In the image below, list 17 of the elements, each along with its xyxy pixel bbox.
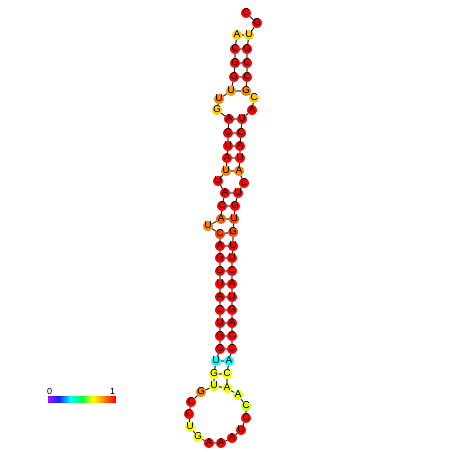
connector-line bbox=[218, 386, 222, 388]
scale-tick-label: 0 bbox=[47, 387, 52, 396]
connector-line bbox=[214, 366, 216, 370]
connector-line bbox=[231, 82, 234, 86]
connector-line bbox=[192, 430, 196, 434]
connector-line bbox=[220, 174, 224, 178]
connector-line bbox=[222, 198, 224, 202]
connector-line bbox=[224, 232, 228, 234]
scale-tick-label: 1 bbox=[110, 387, 116, 396]
connector-line bbox=[247, 40, 249, 44]
connector-line bbox=[240, 398, 244, 402]
connector-line bbox=[235, 40, 237, 44]
connector-line bbox=[220, 112, 226, 116]
connector-line bbox=[227, 366, 229, 370]
connector-line bbox=[249, 94, 251, 96]
connector-line bbox=[236, 198, 238, 202]
connector-line bbox=[230, 354, 232, 356]
